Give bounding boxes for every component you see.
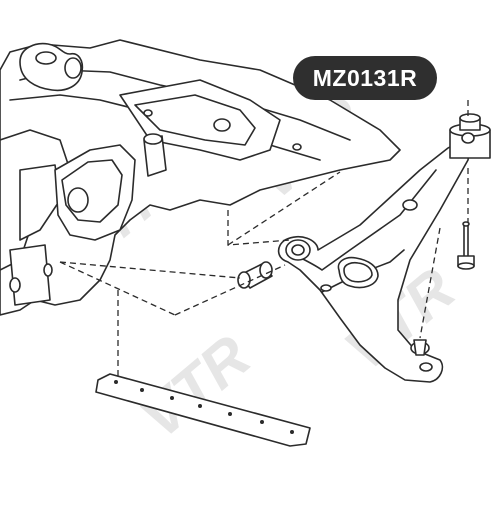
ball-joint	[410, 113, 491, 356]
steering-knuckle-bracket	[19, 42, 167, 241]
part-number-badge: MZ0131R	[293, 56, 437, 100]
assembly-lines	[59, 100, 469, 378]
reinforcement-plate	[95, 373, 311, 447]
mounting-bolt	[457, 221, 475, 270]
